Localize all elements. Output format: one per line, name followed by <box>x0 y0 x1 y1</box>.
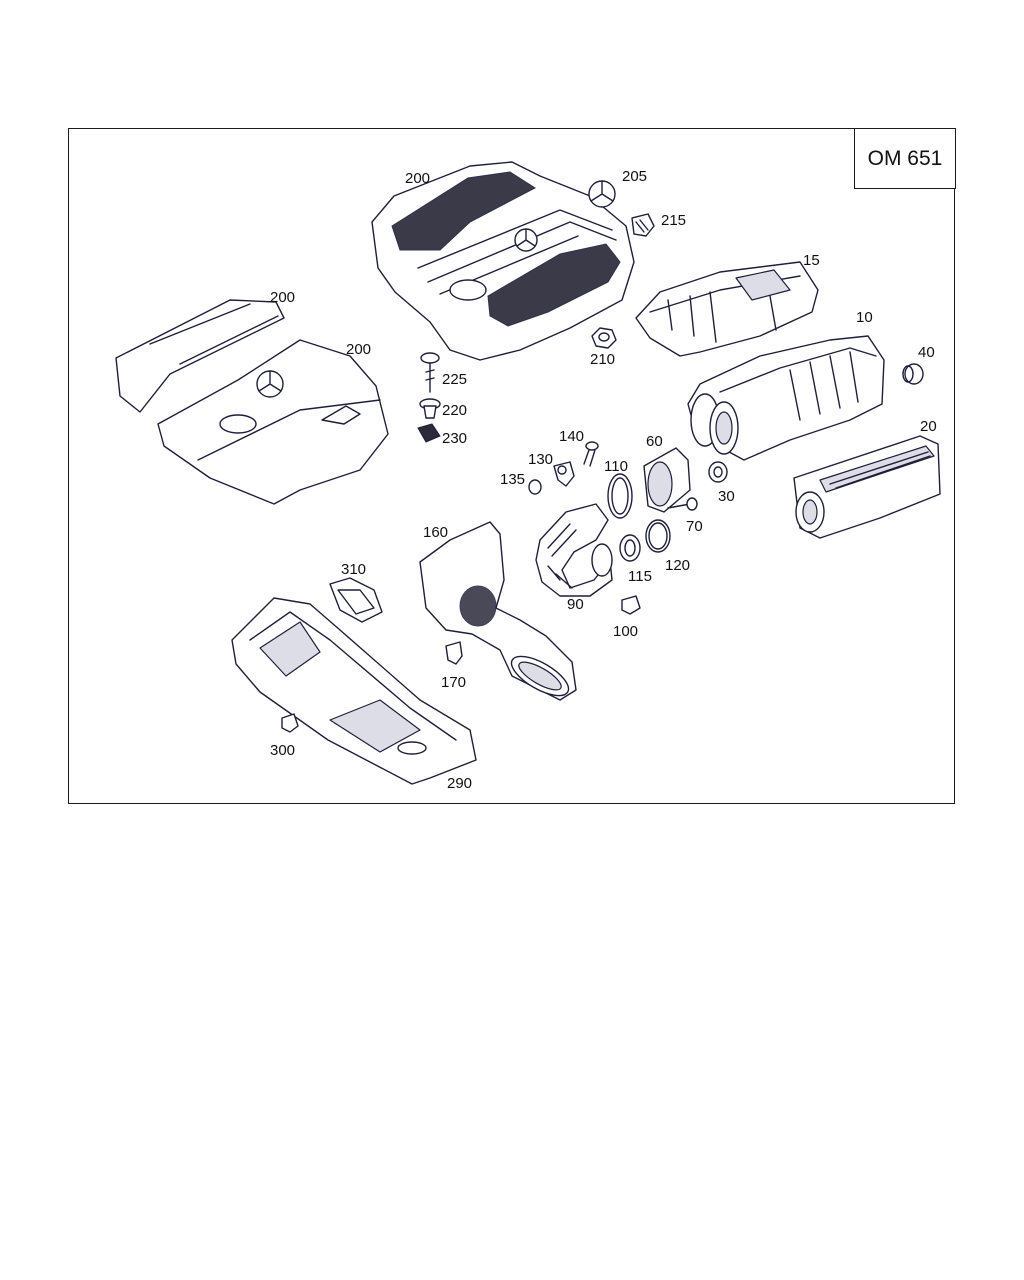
callout-160: 160 <box>423 524 448 541</box>
callout-110: 110 <box>604 458 628 475</box>
seal-ring-part-135 <box>528 479 542 495</box>
clamp-part-110 <box>607 473 633 519</box>
callout-60: 60 <box>646 433 663 450</box>
callout-15: 15 <box>803 252 820 269</box>
callout-30: 30 <box>718 488 735 505</box>
callout-290: 290 <box>447 775 472 792</box>
callout-200b: 200 <box>270 289 295 306</box>
air-filter-lower-housing <box>687 335 885 461</box>
callout-100: 100 <box>613 623 638 640</box>
callout-70: 70 <box>686 518 703 535</box>
clamp-part-120 <box>645 519 671 553</box>
star-emblem-part <box>588 180 616 208</box>
clip-part-170 <box>445 641 463 665</box>
callout-310: 310 <box>341 561 366 578</box>
callout-230: 230 <box>442 430 467 447</box>
screw-part-225 <box>420 352 440 393</box>
air-guide-tray-part-290 <box>231 597 477 785</box>
callout-200a: 200 <box>405 170 430 187</box>
callout-215: 215 <box>661 212 686 229</box>
callout-20: 20 <box>920 418 937 435</box>
engine-code-label: OM 651 <box>854 128 956 189</box>
bolt-part-140 <box>583 441 599 467</box>
callout-120: 120 <box>665 557 690 574</box>
clip-part-100 <box>621 595 641 615</box>
clip-part-300 <box>281 713 299 733</box>
callout-130: 130 <box>528 451 553 468</box>
callout-220: 220 <box>442 402 467 419</box>
sensor-part-130 <box>553 461 575 487</box>
callout-210: 210 <box>590 351 615 368</box>
air-filter-element <box>793 435 941 539</box>
cap-part <box>902 363 924 385</box>
callout-170: 170 <box>441 674 466 691</box>
screw-part-70 <box>667 497 698 511</box>
sleeve-part-115 <box>619 534 641 562</box>
engine-cover-left-upper <box>115 299 285 413</box>
intake-duct-part-160 <box>419 521 577 701</box>
callout-140: 140 <box>559 428 584 445</box>
intake-hose-part-90 <box>535 503 613 597</box>
callout-40: 40 <box>918 344 935 361</box>
callout-205: 205 <box>622 168 647 185</box>
grommet-small-part <box>708 461 728 483</box>
clip-part-220 <box>419 398 441 419</box>
engine-cover-main <box>371 161 635 361</box>
callout-labels: 200 205 215 15 200 200 10 210 40 225 220 230 20 140 60… <box>270 168 937 792</box>
air-mass-sensor-part-60 <box>643 447 691 513</box>
callout-90: 90 <box>567 596 584 613</box>
engine-cover-left-lower <box>157 339 389 505</box>
callout-10: 10 <box>856 309 873 326</box>
clip-part-230 <box>417 423 441 443</box>
grommet-part <box>631 213 655 237</box>
callout-300: 300 <box>270 742 295 759</box>
callout-115: 115 <box>628 568 652 585</box>
callout-225: 225 <box>442 371 467 388</box>
callout-135: 135 <box>500 471 525 488</box>
air-filter-upper-housing <box>635 261 819 357</box>
nut-part <box>591 327 617 349</box>
seal-part-310 <box>329 577 383 623</box>
callout-200c: 200 <box>346 341 371 358</box>
